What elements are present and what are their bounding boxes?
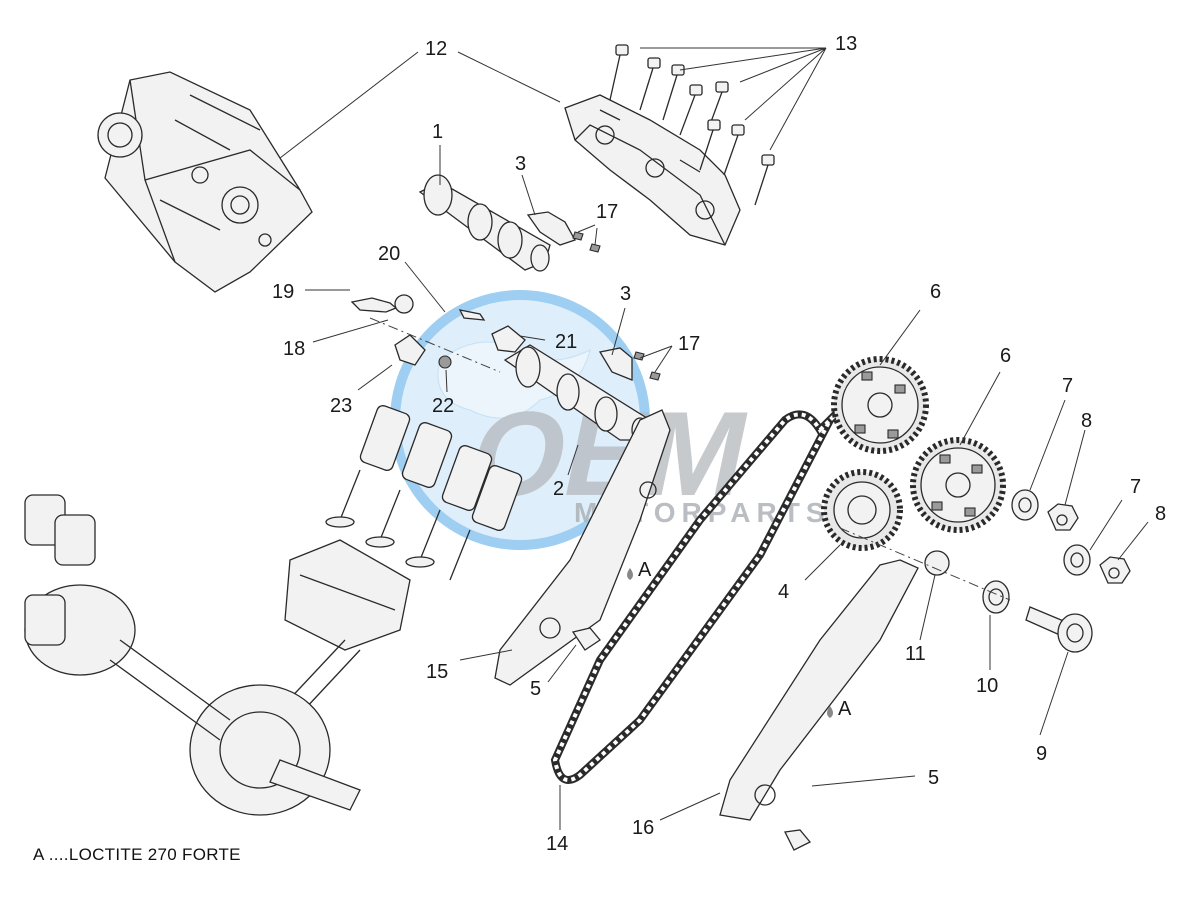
cam-bracket-upper <box>526 211 601 253</box>
cam-gear-lower <box>910 437 1006 533</box>
callout-3-lower: 3 <box>620 283 631 305</box>
camshaft-upper <box>418 174 551 272</box>
cylinder-head <box>97 71 313 293</box>
assembly-axis <box>369 317 1011 601</box>
callout-4: 4 <box>778 581 789 603</box>
callout-labels: 12 13 1 3 17 20 19 18 21 23 22 3 17 2 6 … <box>272 33 1166 855</box>
rocker-parts <box>350 294 526 369</box>
callout-12: 12 <box>425 38 447 60</box>
chain-tensioner-16 <box>719 559 919 821</box>
callout-10: 10 <box>976 675 998 697</box>
hardware-right <box>924 489 1131 653</box>
loctite-marker-upper: A <box>638 559 652 581</box>
callout-7-lower: 7 <box>1130 476 1141 498</box>
callout-2: 2 <box>553 478 564 500</box>
callout-17-lower: 17 <box>678 333 700 355</box>
callout-21: 21 <box>555 331 577 353</box>
callout-3-upper: 3 <box>515 153 526 175</box>
loctite-marker-lower: A <box>838 698 852 720</box>
cover-bolts <box>609 44 775 206</box>
callout-5-left: 5 <box>530 678 541 700</box>
crankshaft-piston <box>24 494 411 816</box>
callout-6-upper: 6 <box>930 281 941 303</box>
callout-8-lower: 8 <box>1155 503 1166 525</box>
loctite-markers: A A <box>627 559 852 720</box>
callout-8-upper: 8 <box>1081 410 1092 432</box>
callout-1: 1 <box>432 121 443 143</box>
callout-23: 23 <box>330 395 352 417</box>
cam-gear-upper <box>831 356 929 454</box>
callout-15: 15 <box>426 661 448 683</box>
callout-7-upper: 7 <box>1062 375 1073 397</box>
callout-6-lower: 6 <box>1000 345 1011 367</box>
callout-11: 11 <box>905 643 926 665</box>
callout-20: 20 <box>378 243 400 265</box>
callout-13: 13 <box>835 33 857 55</box>
callout-18: 18 <box>283 338 305 360</box>
cam-cover <box>564 94 741 246</box>
callout-22: 22 <box>432 395 454 417</box>
callout-5-right: 5 <box>928 767 939 789</box>
valves-springs <box>325 405 523 581</box>
leader-lines <box>279 47 1149 830</box>
loctite-note: A ....LOCTITE 270 FORTE <box>33 845 241 864</box>
drive-gear <box>821 469 903 551</box>
callout-14: 14 <box>546 833 568 855</box>
pivot-screws <box>571 627 812 851</box>
callout-9: 9 <box>1036 743 1047 765</box>
callout-17-upper: 17 <box>596 201 618 223</box>
callout-16: 16 <box>632 817 654 839</box>
cam-bracket-lower <box>598 347 661 381</box>
chain-guide-15 <box>494 409 671 686</box>
callout-19: 19 <box>272 281 294 303</box>
